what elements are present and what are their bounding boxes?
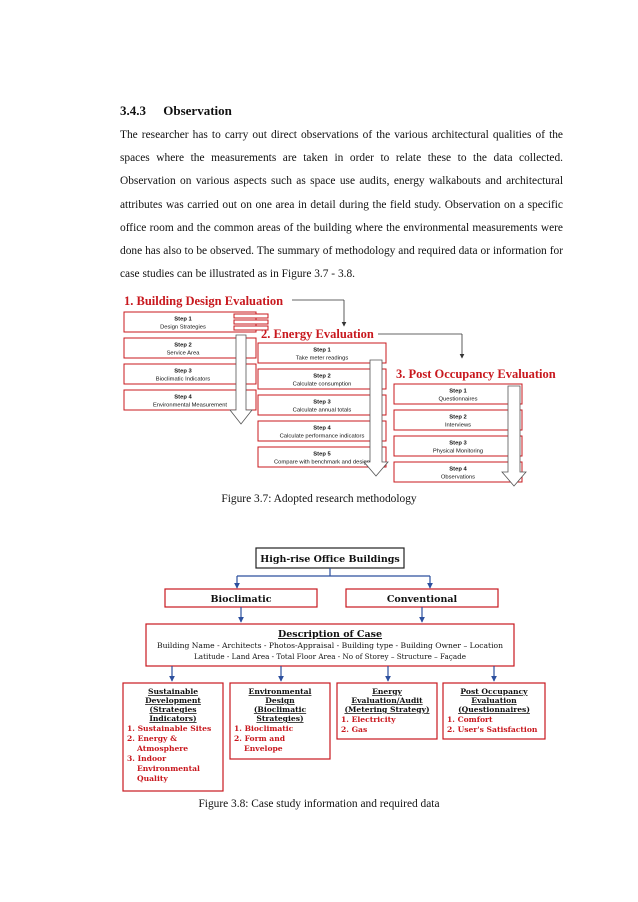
top-box: High-rise Office Buildings [255,547,405,569]
svg-text:Step 1: Step 1 [313,348,331,354]
svg-text:Environmental Measurement: Environmental Measurement [153,403,227,409]
svg-text:(Strategies: (Strategies [149,705,196,714]
decor-bar [233,325,269,331]
section-heading: 3.4.3 Observation [120,103,232,119]
svg-text:2. Form and: 2. Form and [234,734,286,743]
svg-text:1. Sustainable Sites: 1. Sustainable Sites [127,724,211,733]
svg-text:Questionnaires: Questionnaires [439,397,478,403]
svg-text:Take meter readings: Take meter readings [296,356,349,362]
svg-text:Interviews: Interviews [445,423,471,429]
svg-text:(Bioclimatic: (Bioclimatic [254,705,307,714]
svg-text:Step 2: Step 2 [449,415,466,421]
svg-text:Service Area: Service Area [167,351,201,357]
svg-text:Bioclimatic: Bioclimatic [211,594,272,605]
svg-text:Development: Development [145,696,201,705]
description-box: Description of Case Building Name - Arch… [145,623,515,667]
section-number: 3.4.3 [120,103,146,118]
section-paragraph: The researcher has to carry out direct o… [120,129,563,281]
connector-arrows [238,607,425,623]
svg-text:Description of Case: Description of Case [278,629,382,640]
svg-text:Step 3: Step 3 [449,441,467,447]
environmental-design-box: Environmental Design (Bioclimatic Strate… [229,682,331,760]
svg-text:3. Indoor: 3. Indoor [127,754,167,763]
section-title: Observation [163,103,232,118]
bioclimatic-box: Bioclimatic [164,588,318,608]
svg-text:High-rise Office Buildings: High-rise Office Buildings [260,554,400,565]
svg-text:Step 3: Step 3 [174,369,192,375]
svg-text:2. Gas: 2. Gas [341,725,367,734]
decor-bar [233,319,269,325]
svg-text:Step 1: Step 1 [174,317,192,323]
svg-text:Calculate consumption: Calculate consumption [293,382,352,388]
svg-text:Step 2: Step 2 [313,374,330,380]
connector-lines [234,568,433,589]
svg-text:Calculate performance indicato: Calculate performance indicators [280,434,365,440]
figure-3-7-caption: Figure 3.7: Adopted research methodology [221,493,417,505]
building-step-4: Step 4 Environmental Measurement [123,389,257,411]
svg-text:Calculate annual totals: Calculate annual totals [293,408,352,414]
building-step-2: Step 2 Service Area [123,337,257,359]
energy-step-1: Step 1 Take meter readings [257,342,387,364]
sustainable-development-box: Sustainable Development (Strategies Indi… [122,682,224,792]
poe-step-1: Step 1 Questionnaires [393,383,523,405]
poe-step-3: Step 3 Physical Monitoring [393,435,523,457]
flow-arrow [501,385,527,487]
poe-title: 3. Post Occupancy Evaluation [396,367,556,381]
svg-text:Physical Monitoring: Physical Monitoring [433,449,483,455]
svg-text:Quality: Quality [137,774,168,783]
poe-step-2: Step 2 Interviews [393,409,523,431]
svg-text:Step 4: Step 4 [449,467,467,473]
energy-eval-title: 2. Energy Evaluation [261,327,374,341]
svg-text:Strategies): Strategies) [256,714,303,723]
svg-text:Post Occupancy: Post Occupancy [460,687,528,696]
svg-text:Evaluation: Evaluation [471,696,517,705]
figure-3-8-caption: Figure 3.8: Case study information and r… [198,798,440,810]
svg-text:Conventional: Conventional [387,594,458,605]
svg-text:Environmental: Environmental [249,687,312,696]
flow-arrow [229,334,253,425]
svg-text:Step 4: Step 4 [313,426,331,432]
svg-text:Step 4: Step 4 [174,395,192,401]
svg-text:Design Strategies: Design Strategies [160,325,206,331]
svg-text:1. Electricity: 1. Electricity [341,715,396,724]
svg-text:Step 1: Step 1 [449,389,467,395]
energy-step-3: Step 3 Calculate annual totals [257,394,387,416]
building-eval-title: 1. Building Design Evaluation [124,294,283,308]
svg-text:1. Comfort: 1. Comfort [447,715,493,724]
svg-text:1. Bioclimatic: 1. Bioclimatic [234,724,294,733]
energy-step-2: Step 2 Calculate consumption [257,368,387,390]
svg-text:Indicators): Indicators) [149,714,196,723]
energy-evaluation-box: Energy Evaluation/Audit (Metering Strate… [336,682,438,740]
svg-text:2. User's Satisfaction: 2. User's Satisfaction [447,725,538,734]
connector-arrows [169,666,497,682]
svg-text:Bioclimatic Indicators: Bioclimatic Indicators [156,377,211,383]
svg-text:Evaluation/Audit: Evaluation/Audit [351,696,423,705]
svg-text:(Questionnaires): (Questionnaires) [458,705,530,714]
figure-3-7-diagram: 1. Building Design Evaluation Step 1 Des… [123,294,556,487]
svg-text:2. Energy &: 2. Energy & [127,734,177,743]
svg-text:Latitude - Land Area - Total F: Latitude - Land Area - Total Floor Area … [194,652,466,661]
svg-text:Step 2: Step 2 [174,343,191,349]
svg-text:Atmosphere: Atmosphere [136,744,188,753]
svg-text:Envelope: Envelope [244,744,283,753]
svg-text:Observations: Observations [441,475,475,481]
svg-text:Building Name - Architects - P: Building Name - Architects - Photos-Appr… [157,641,503,650]
svg-text:Design: Design [265,696,295,705]
figure-3-8-diagram: High-rise Office Buildings Bioclimatic C… [122,547,546,792]
energy-step-5: Step 5 Compare with benchmark and design [257,446,387,468]
svg-text:Step 5: Step 5 [313,452,331,458]
svg-text:Sustainable: Sustainable [148,687,198,696]
building-step-3: Step 3 Bioclimatic Indicators [123,363,257,385]
decor-bar [233,313,269,319]
svg-text:Energy: Energy [372,687,402,696]
conventional-box: Conventional [345,588,499,608]
svg-text:(Metering Strategy): (Metering Strategy) [344,705,429,714]
post-occupancy-box: Post Occupancy Evaluation (Questionnaire… [442,682,546,740]
svg-text:Compare with benchmark and des: Compare with benchmark and design [274,460,370,466]
svg-text:Step 3: Step 3 [313,400,331,406]
energy-step-4: Step 4 Calculate performance indicators [257,420,387,442]
svg-text:Environmental: Environmental [137,764,200,773]
flow-arrow [363,359,389,477]
